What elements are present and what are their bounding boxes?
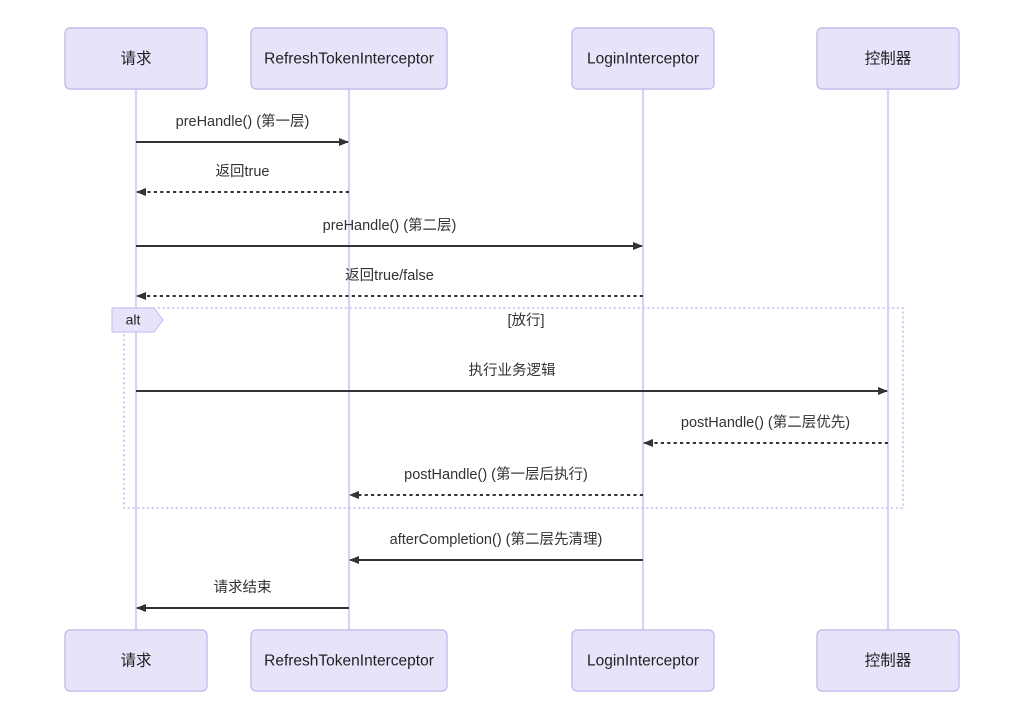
participant-login-bottom[interactable]: LoginInterceptor — [571, 629, 715, 692]
participant-box-shape — [571, 629, 715, 692]
participant-login-top[interactable]: LoginInterceptor — [571, 27, 715, 90]
participants-bottom-layer: 请求 RefreshTokenInterceptor LoginIntercepto… — [64, 629, 960, 692]
participant-box-shape — [250, 27, 448, 90]
participant-box-shape — [816, 27, 960, 90]
participant-box-shape — [64, 629, 208, 692]
message-label-m5: 执行业务逻辑 — [469, 362, 556, 379]
fragment-tag-shape — [111, 307, 164, 333]
participant-box-shape — [64, 27, 208, 90]
fragment-condition-label: [放行] — [507, 312, 544, 329]
message-label-m3: preHandle() (第二层) — [323, 216, 457, 234]
participant-box-shape — [816, 629, 960, 692]
participant-request-bottom[interactable]: 请求 — [64, 629, 208, 692]
participant-label: 控制器 — [865, 652, 912, 670]
fragment-tag-label: alt — [126, 312, 141, 328]
participant-request-top[interactable]: 请求 — [64, 27, 208, 90]
participant-box-shape — [250, 629, 448, 692]
participant-label: RefreshTokenInterceptor — [264, 51, 434, 68]
message-label-m8: afterCompletion() (第二层先清理) — [390, 530, 603, 548]
participant-label: RefreshTokenInterceptor — [264, 653, 434, 670]
participant-box-shape — [571, 27, 715, 90]
message-label-m1: preHandle() (第一层) — [176, 112, 310, 130]
participant-label: LoginInterceptor — [587, 653, 699, 670]
participant-label: 请求 — [120, 652, 151, 670]
participant-label: LoginInterceptor — [587, 51, 699, 68]
participant-label: 请求 — [120, 50, 151, 68]
fragments-layer: alt [放行] — [111, 307, 904, 509]
message-label-m9: 请求结束 — [214, 579, 272, 596]
message-label-m7: postHandle() (第一层后执行) — [404, 465, 588, 483]
participant-controller-bottom[interactable]: 控制器 — [816, 629, 960, 692]
participant-label: 控制器 — [865, 50, 912, 68]
message-label-m6: postHandle() (第二层优先) — [681, 413, 850, 431]
message-label-m2: 返回true — [216, 163, 270, 180]
participant-refresh-bottom[interactable]: RefreshTokenInterceptor — [250, 629, 448, 692]
message-label-m4: 返回true/false — [345, 267, 434, 284]
messages-layer: preHandle() (第一层) 返回true preHandle() (第二层)… — [136, 112, 888, 612]
participant-refresh-top[interactable]: RefreshTokenInterceptor — [250, 27, 448, 90]
fragment-box-alt-1 — [123, 307, 904, 509]
participants-top-layer: 请求 RefreshTokenInterceptor LoginIntercepto… — [64, 27, 960, 90]
participant-controller-top[interactable]: 控制器 — [816, 27, 960, 90]
lifelines-layer — [134, 89, 890, 630]
